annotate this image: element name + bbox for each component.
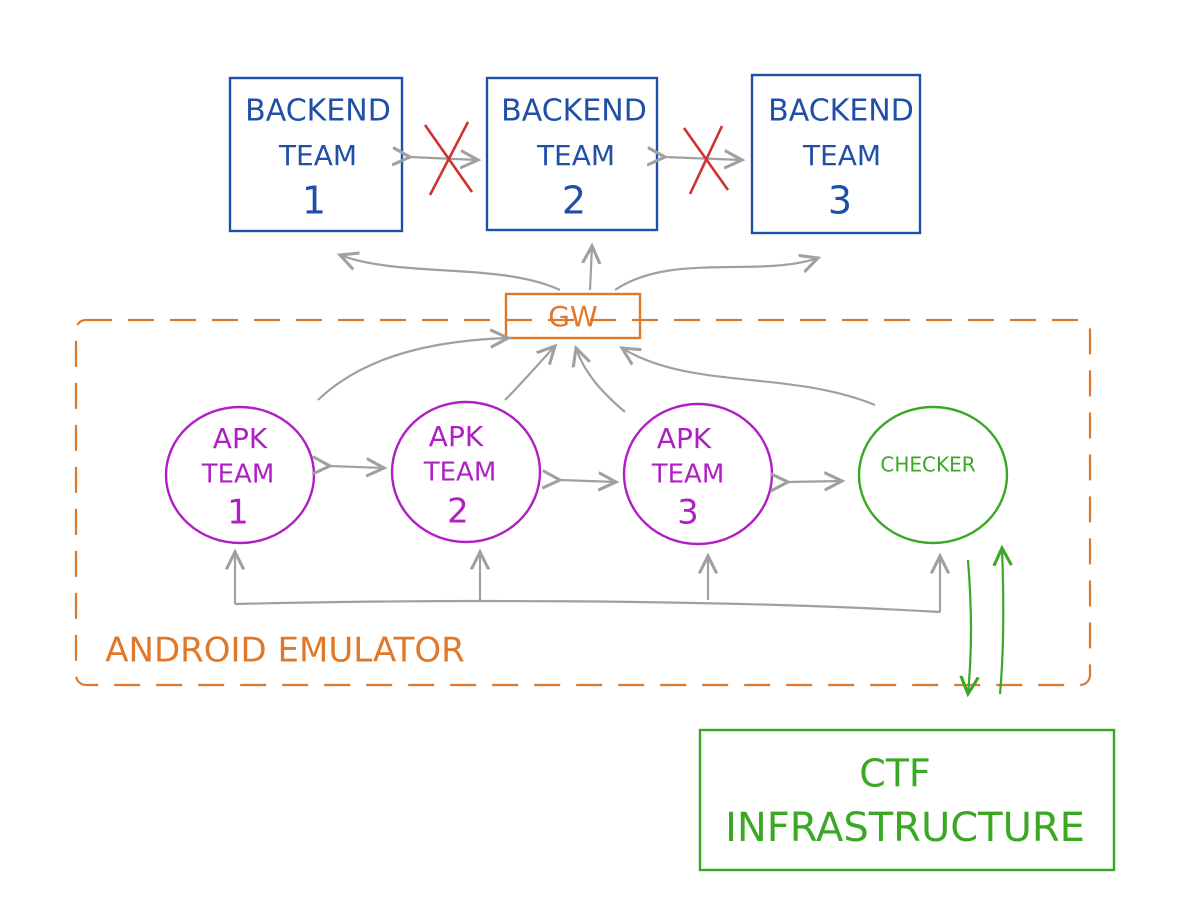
apk-team-1: APK TEAM 1 bbox=[164, 405, 316, 545]
gateway-label: GW bbox=[548, 300, 597, 333]
backend-label: TEAM bbox=[536, 139, 615, 172]
backend-label: BACKEND bbox=[245, 94, 391, 129]
arrow-apk2-apk3 bbox=[560, 480, 616, 482]
backend-label: TEAM bbox=[802, 139, 881, 172]
apk-team-2: APK TEAM 2 bbox=[390, 400, 542, 544]
blocked-link-2-3 bbox=[665, 125, 742, 195]
arrow-apk1-gw bbox=[317, 338, 508, 401]
apk-number: 1 bbox=[227, 493, 249, 533]
infra-label: CTF bbox=[859, 752, 931, 796]
arrow-gw-backend-2 bbox=[590, 246, 592, 291]
arrow-infra-checker bbox=[1000, 548, 1003, 695]
double-arrow bbox=[665, 157, 742, 160]
apk-label: APK bbox=[657, 422, 712, 455]
apk-number: 2 bbox=[447, 492, 469, 532]
broadcast-line bbox=[234, 599, 941, 614]
apk-circle bbox=[390, 400, 542, 544]
apk-number: 3 bbox=[677, 493, 699, 533]
checker-circle bbox=[857, 405, 1009, 545]
emulator-boundary bbox=[74, 318, 1092, 687]
apk-label: APK bbox=[429, 420, 484, 453]
backend-number: 2 bbox=[562, 179, 586, 223]
double-arrow bbox=[410, 157, 478, 160]
gateway-box bbox=[504, 292, 642, 340]
checker-broadcast bbox=[234, 552, 941, 614]
arrow-checker-gw bbox=[622, 348, 876, 407]
checker-label: CHECKER bbox=[880, 453, 975, 477]
arrow-checker-infra bbox=[968, 559, 971, 694]
apk-team-3: APK TEAM 3 bbox=[622, 402, 774, 546]
apk-label: TEAM bbox=[423, 458, 497, 488]
backend-number: 1 bbox=[302, 179, 326, 223]
backend-box bbox=[750, 73, 922, 235]
backend-label: TEAM bbox=[278, 139, 357, 172]
arrow-apk3-gw bbox=[576, 348, 626, 413]
cross-icon bbox=[682, 125, 730, 195]
arrow-apk3-checker bbox=[788, 481, 842, 482]
arrow-gw-backend-3 bbox=[614, 258, 818, 291]
backend-team-3: BACKEND TEAM 3 bbox=[750, 73, 922, 235]
apk-label: TEAM bbox=[651, 460, 725, 490]
infra-label: INFRASTRUCTURE bbox=[725, 805, 1085, 851]
backend-team-2: BACKEND TEAM 2 bbox=[485, 76, 659, 232]
apk-label: APK bbox=[213, 422, 268, 455]
emulator-label: ANDROID EMULATOR bbox=[105, 631, 464, 671]
cross-icon bbox=[423, 121, 474, 196]
backend-number: 3 bbox=[828, 179, 852, 223]
backend-team-1: BACKEND TEAM 1 bbox=[228, 76, 404, 233]
apk-label: TEAM bbox=[201, 460, 275, 490]
ctf-infrastructure: CTF INFRASTRUCTURE bbox=[698, 728, 1116, 872]
blocked-link-1-2 bbox=[410, 121, 478, 196]
infra-box bbox=[698, 728, 1116, 872]
backend-label: BACKEND bbox=[768, 94, 914, 129]
checker: CHECKER bbox=[857, 405, 1009, 545]
backend-label: BACKEND bbox=[501, 94, 647, 129]
arrow-gw-backend-1 bbox=[340, 255, 561, 291]
arrow-apk2-gw bbox=[504, 346, 555, 401]
arrow-apk1-apk2 bbox=[330, 466, 384, 468]
gateway: GW bbox=[504, 292, 642, 340]
